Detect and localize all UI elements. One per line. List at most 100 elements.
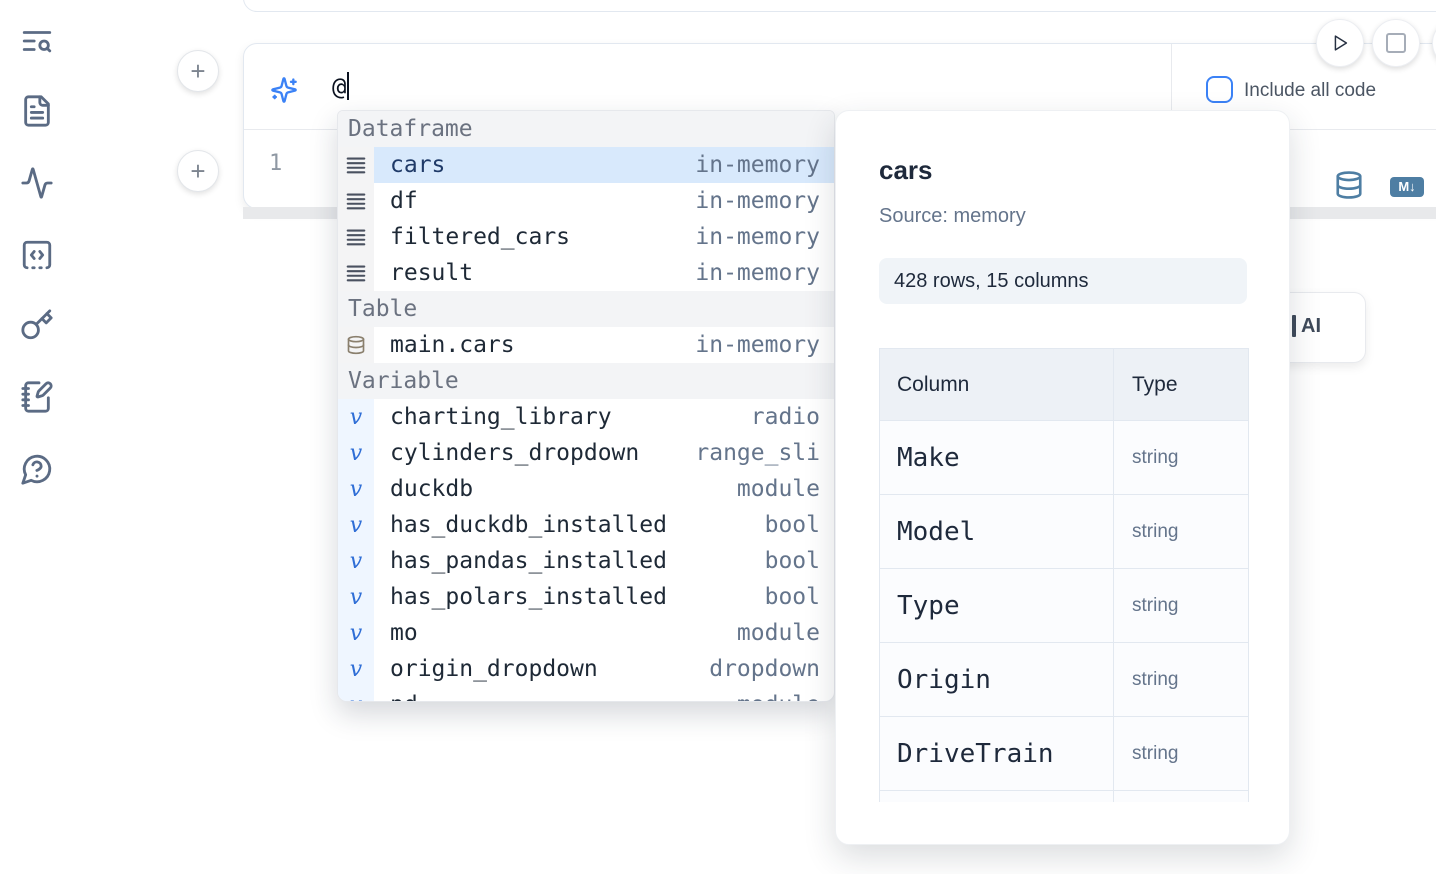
markdown-convert-icon[interactable]: M↓ [1390,177,1424,197]
completion-item-name: cars [390,152,446,178]
schema-column-name: Origin [879,642,1114,717]
completion-item[interactable]: v pd module [338,687,834,702]
dataframe-rows-icon [346,157,366,174]
completion-item-name: origin_dropdown [390,656,598,682]
completion-item-name: has_polars_installed [390,584,667,610]
completion-item-icon [338,147,374,183]
activity-icon[interactable] [20,166,54,200]
add-cell-button-bottom[interactable]: + [177,150,219,192]
completion-item-icon: v [338,651,374,687]
variable-icon: v [350,693,362,702]
table-database-icon [347,335,365,355]
dataframe-rows-icon [346,265,366,282]
clipped-letter [1292,315,1296,337]
schema-column-name: Model [879,494,1114,569]
schema-column-type: string [1113,716,1249,791]
completion-item-name: charting_library [390,404,612,430]
completion-item-icon [338,255,374,291]
schema-column-type: string [1113,494,1249,569]
database-icon[interactable] [1334,169,1364,201]
completion-section-header: Variable [338,363,834,399]
completion-item-icon: v [338,435,374,471]
completion-item-icon: v [338,687,374,702]
help-chat-icon[interactable] [20,452,54,486]
completion-item[interactable]: cars in-memory [338,147,834,183]
ai-prompt-input[interactable]: @ [332,72,350,101]
preview-shape-badge: 428 rows, 15 columns [879,258,1247,304]
completion-item-icon: v [338,471,374,507]
completion-item-detail: bool [764,548,820,574]
completion-item-name: df [390,188,418,214]
completion-item-detail: radio [750,404,820,430]
schema-column-name: Type [879,568,1114,643]
variable-icon: v [349,584,363,610]
stop-cell-button[interactable] [1372,19,1420,67]
variable-icon: v [349,656,363,682]
completion-item[interactable]: v cylinders_dropdown range_sli [338,435,834,471]
notebook-pen-icon[interactable] [20,380,54,414]
dataframe-rows-icon [346,229,366,246]
completion-item[interactable]: v charting_library radio [338,399,834,435]
add-cell-button-top[interactable]: + [177,50,219,92]
preview-title: cars [879,155,933,185]
schema-row-partial [879,790,1249,802]
completion-item[interactable]: v duckdb module [338,471,834,507]
completion-item-detail: module [737,692,834,701]
completion-item-icon: v [338,507,374,543]
completion-section-header: Dataframe [338,111,834,147]
ai-button-label: AI [1301,315,1321,337]
run-cell-button[interactable] [1316,19,1364,67]
include-all-code-label[interactable]: Include all code [1244,80,1377,101]
completion-item[interactable]: df in-memory [338,183,834,219]
completion-item-icon: v [338,543,374,579]
play-icon [1334,35,1348,51]
schema-col-header: Type [1113,348,1249,421]
dataframe-rows-icon [346,193,366,210]
completion-item[interactable]: v mo module [338,615,834,651]
completion-item-icon [338,219,374,255]
variable-icon: v [349,512,363,538]
plus-icon: + [190,56,206,86]
schema-column-type: string [1113,642,1249,717]
ai-prompt-value: @ [332,73,347,101]
previous-cell-edge [243,0,1436,12]
variable-icon: v [349,440,363,466]
plus-icon: + [190,156,206,186]
completion-item[interactable]: main.cars in-memory [338,327,834,363]
completion-item-name: filtered_cars [390,224,571,250]
completion-item-detail: in-memory [695,188,820,214]
variable-icon: v [349,620,363,646]
file-text-icon[interactable] [20,94,54,128]
line-number: 1 [269,151,283,176]
key-icon[interactable] [20,308,54,342]
completion-item[interactable]: v origin_dropdown dropdown [338,651,834,687]
completion-item[interactable]: v has_pandas_installed bool [338,543,834,579]
completion-item-icon: v [338,399,374,435]
completion-item[interactable]: v has_duckdb_installed bool [338,507,834,543]
completion-item-icon: v [338,579,374,615]
preview-source: Source: memory [879,205,1026,227]
variable-icon: v [349,404,363,430]
completion-item-detail: bool [764,512,820,538]
text-search-icon[interactable] [20,24,54,58]
include-all-code-checkbox[interactable] [1206,76,1233,103]
completion-item[interactable]: filtered_cars in-memory [338,219,834,255]
completion-item-name: has_duckdb_installed [390,512,667,538]
completion-item-name: main.cars [390,332,515,358]
completion-item-name: pd [390,692,418,701]
completion-item-detail: in-memory [695,152,820,178]
completion-list: Dataframe cars in-memory df in-memory fi… [338,111,834,702]
completion-item-name: result [390,260,474,286]
completion-item[interactable]: v has_polars_installed bool [338,579,834,615]
completion-item[interactable]: result in-memory [338,255,834,291]
variable-icon: v [349,548,363,574]
snippets-code-icon[interactable] [20,238,54,272]
completion-item-detail: bool [764,584,820,610]
